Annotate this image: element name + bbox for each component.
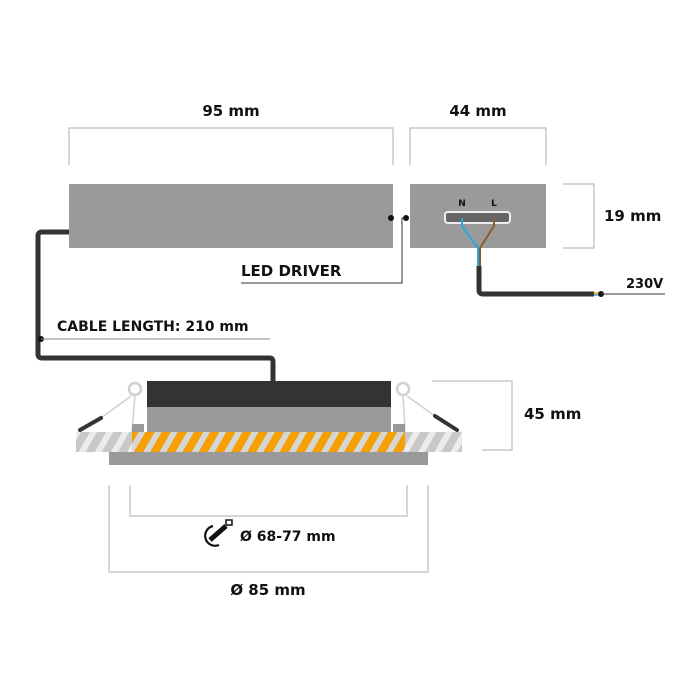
- dimension-95mm: [68, 127, 394, 165]
- fixture-height-label: 45 mm: [524, 405, 581, 423]
- fixture-cable: [35, 229, 276, 381]
- supply-voltage-label: 230V: [626, 277, 663, 292]
- terminal-width-label: 44 mm: [449, 102, 506, 120]
- driver-height-label: 19 mm: [604, 207, 661, 225]
- neutral-wire: [461, 218, 479, 268]
- terminal-block: [444, 211, 511, 224]
- dimension-outer-diameter: [108, 485, 429, 573]
- dimension-44mm: [409, 127, 547, 165]
- led-driver-label: LED DRIVER: [241, 262, 342, 280]
- supply-cable: [476, 266, 594, 297]
- cable-length-label: CABLE LENGTH: 210 mm: [57, 319, 249, 335]
- live-wire: [479, 218, 495, 268]
- dimension-45mm: [432, 380, 513, 451]
- terminal-n-label: N: [458, 199, 466, 209]
- dimension-19mm: [563, 183, 595, 249]
- driver-width-label: 95 mm: [202, 102, 259, 120]
- led-driver-body: [69, 184, 393, 248]
- outer-diameter-label: Ø 85 mm: [230, 581, 305, 599]
- terminal-l-label: L: [491, 199, 497, 209]
- hole-saw-icon: [204, 519, 233, 547]
- dimension-cutout: [129, 485, 408, 517]
- cutout-diameter-label: Ø 68-77 mm: [240, 529, 336, 545]
- led-fixture: [76, 381, 462, 465]
